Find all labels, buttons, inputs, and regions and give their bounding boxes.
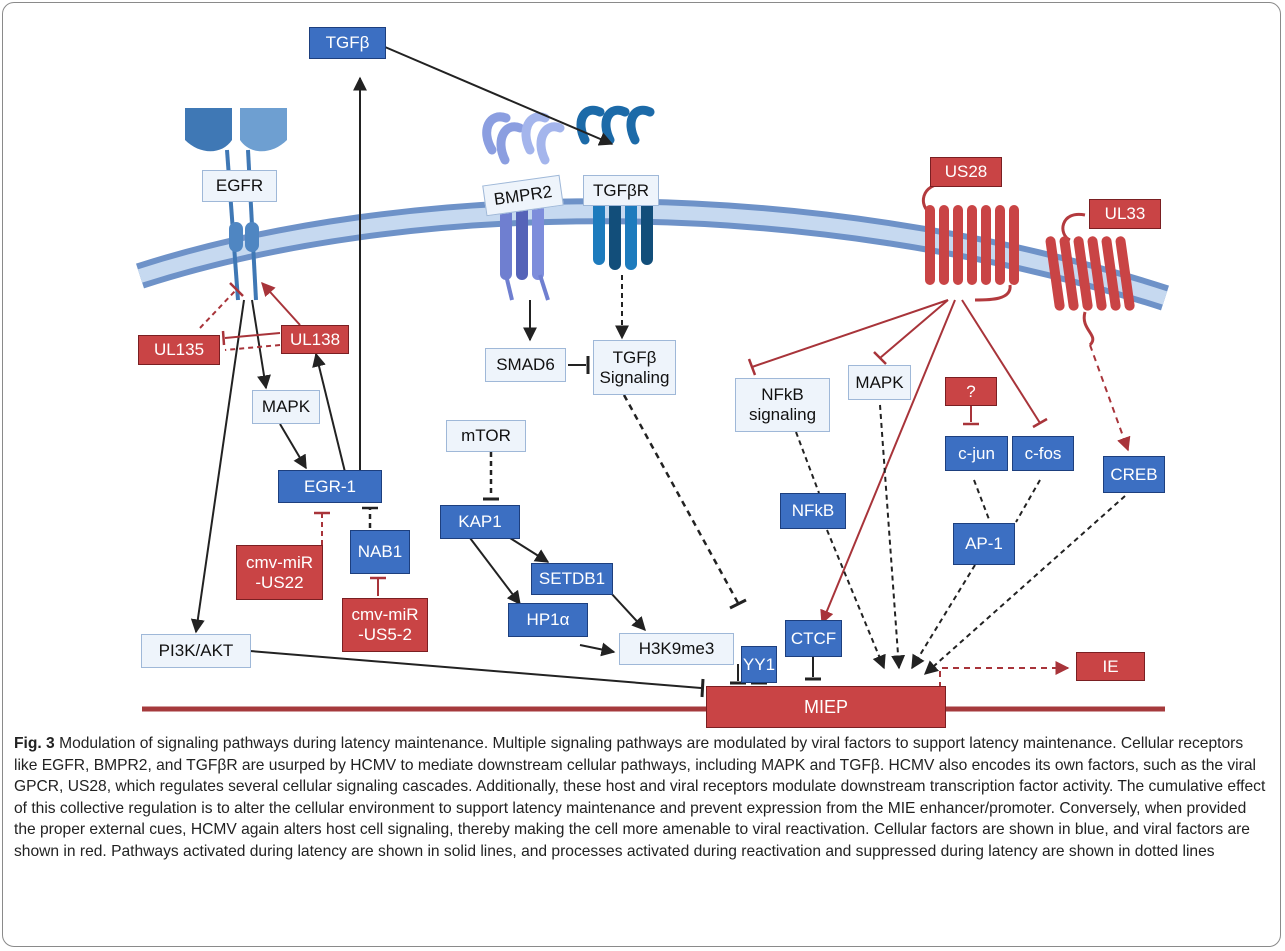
question-box: ? <box>945 377 997 406</box>
bmpr2-receptor-icon <box>482 112 565 301</box>
ap1-box: AP-1 <box>953 523 1015 565</box>
nab1-box: NAB1 <box>350 530 410 574</box>
mapk-left-box: MAPK <box>252 390 320 424</box>
signaling-diagram <box>136 46 1169 712</box>
mapk-right-box: MAPK <box>848 365 911 400</box>
figure-label: Fig. 3 <box>14 735 55 752</box>
tgfb-signaling-box: TGFβ Signaling <box>593 340 676 395</box>
ul33-box: UL33 <box>1089 199 1161 229</box>
creb-box: CREB <box>1103 456 1165 493</box>
ctcf-box: CTCF <box>785 620 842 657</box>
setdb1-box: SETDB1 <box>531 563 613 595</box>
nfkb-signaling-box: NFkB signaling <box>735 378 830 432</box>
ie-box: IE <box>1076 652 1145 681</box>
ul135-box: UL135 <box>138 335 220 365</box>
miep-box: MIEP <box>706 686 946 728</box>
smad6-box: SMAD6 <box>485 348 566 382</box>
cjun-box: c-jun <box>945 436 1008 471</box>
egfr-receptor-icon <box>185 108 287 301</box>
mir-us22-box: cmv-miR -US22 <box>236 545 323 600</box>
tgfb-box: TGFβ <box>309 27 386 59</box>
tgfbr-box: TGFβR <box>583 175 659 206</box>
yy1-box: YY1 <box>741 646 777 683</box>
cfos-box: c-fos <box>1012 436 1074 471</box>
ul33-gpcr-icon <box>1045 212 1135 347</box>
mtor-box: mTOR <box>446 420 526 452</box>
egfr-box: EGFR <box>202 170 277 202</box>
mir-us5-2-box: cmv-miR -US5-2 <box>342 598 428 652</box>
tgfbr-receptor-icon <box>576 105 655 270</box>
pi3k-akt-box: PI3K/AKT <box>141 634 251 668</box>
figure-caption: Fig. 3 Modulation of signaling pathways … <box>14 733 1269 863</box>
nfkb-box: NFkB <box>780 493 846 529</box>
egr1-box: EGR-1 <box>278 470 382 503</box>
us28-box: US28 <box>930 157 1002 187</box>
caption-text: Modulation of signaling pathways during … <box>14 735 1266 860</box>
us28-gpcr-icon <box>922 181 1019 302</box>
kap1-box: KAP1 <box>440 505 520 539</box>
hp1a-box: HP1α <box>508 603 588 637</box>
ul138-box: UL138 <box>281 325 349 354</box>
h3k9me3-box: H3K9me3 <box>619 633 734 665</box>
connections <box>190 46 1131 698</box>
